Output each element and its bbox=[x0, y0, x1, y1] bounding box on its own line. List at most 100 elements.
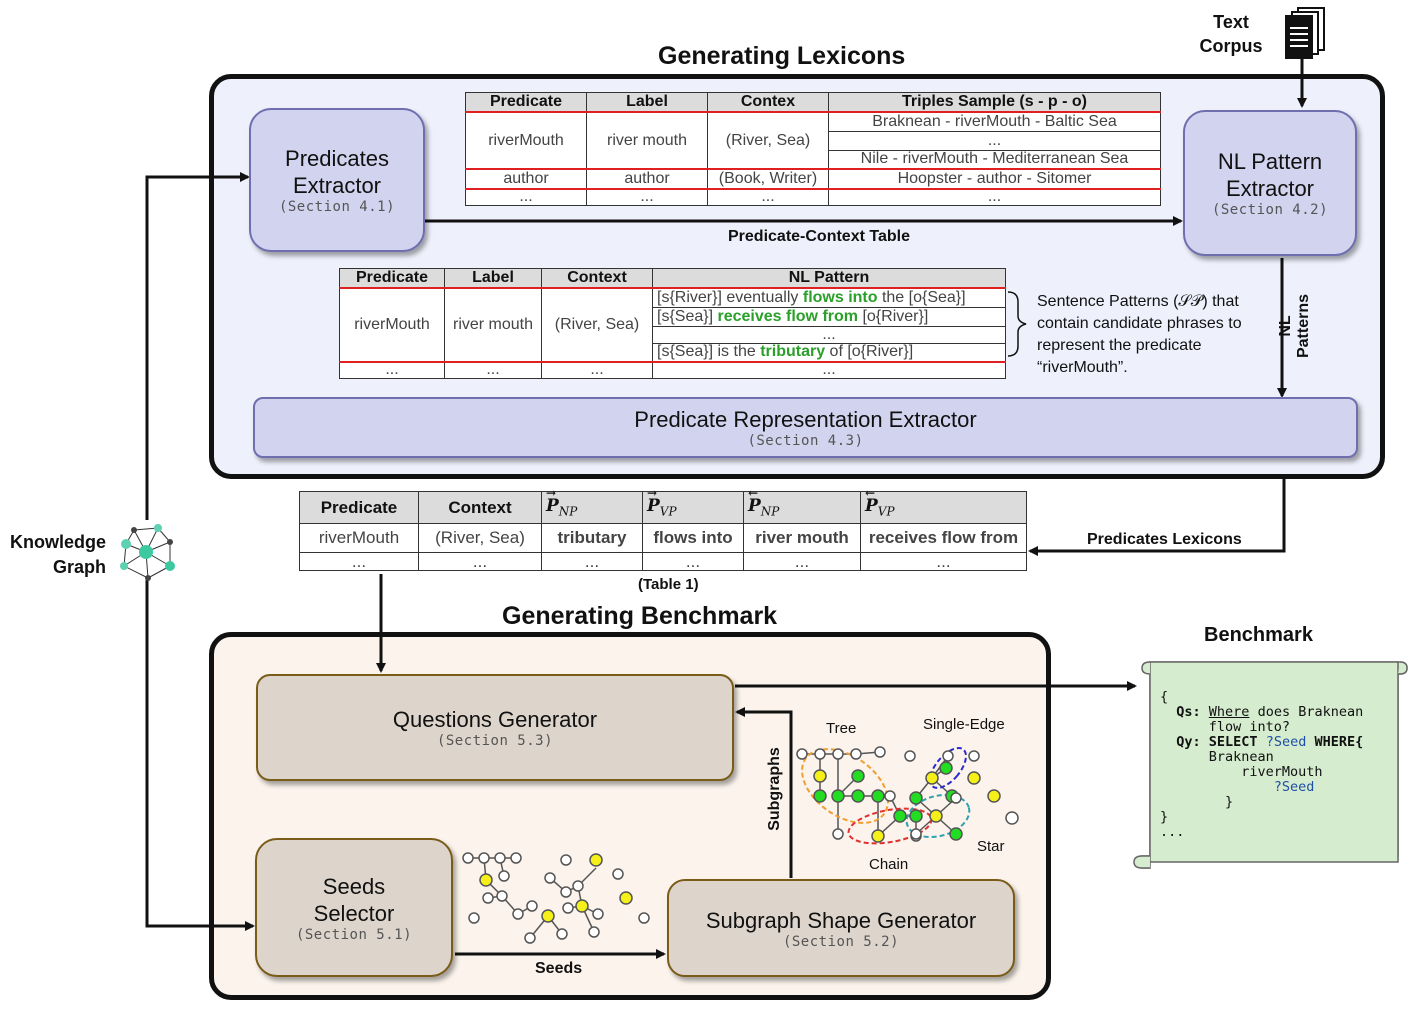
lexicons-section-title: Generating Lexicons bbox=[658, 42, 906, 70]
predicates-extractor-box[interactable]: Predicates Extractor (Section 4.1) bbox=[249, 108, 425, 252]
table1-caption: (Table 1) bbox=[638, 576, 699, 593]
predicates-lexicons-label: Predicates Lexicons bbox=[1087, 531, 1242, 548]
pre-name: Predicate Representation Extractor bbox=[634, 407, 977, 432]
shape-label-single-edge: Single-Edge bbox=[923, 716, 1005, 733]
text-corpus-line2: Corpus bbox=[1199, 36, 1263, 56]
seeds-selector-box[interactable]: Seeds Selector (Section 5.1) bbox=[255, 838, 453, 977]
knowledge-graph-label: Knowledge Graph bbox=[0, 530, 106, 580]
code-qy-select: SELECT bbox=[1208, 734, 1258, 750]
note-line1: Sentence Patterns (𝒮𝒫) that bbox=[1037, 293, 1239, 310]
lex-p-4: P bbox=[865, 496, 878, 517]
code-qy-var: ?Seed bbox=[1265, 734, 1307, 750]
nl-pattern-table: Predicate Label Context NL Pattern river… bbox=[339, 268, 1006, 379]
nl-patterns-label: NL Patterns bbox=[1277, 293, 1312, 359]
code-qy-l3: riverMouth bbox=[1241, 764, 1323, 780]
nlt-pattern-2-pre: [s{Sea}] bbox=[657, 307, 718, 325]
code-inner-close: } bbox=[1225, 794, 1234, 810]
lex-header-pvp-fwd: →PVP bbox=[642, 486, 744, 524]
lex-ellipsis-3: ... bbox=[541, 552, 643, 571]
lexicon-table: Predicate Context →PNP →PVP ←PNP ←PVP ri… bbox=[299, 486, 1027, 571]
predicate-context-table-label: Predicate-Context Table bbox=[728, 228, 910, 245]
pct-header-predicate: Predicate bbox=[465, 92, 587, 113]
lex-cell-pnp-bwd: river mouth bbox=[743, 523, 861, 553]
knowledge-graph-icon bbox=[120, 524, 175, 581]
nlt-header-context: Context bbox=[541, 268, 653, 289]
lex-ellipsis-4: ... bbox=[642, 552, 744, 571]
questions-generator-section: (Section 5.3) bbox=[436, 733, 554, 749]
pct-row2-context: (Book, Writer) bbox=[707, 168, 829, 190]
code-qy-l2: Braknean bbox=[1208, 749, 1274, 765]
pct-ellipsis-1: ... bbox=[465, 188, 587, 206]
nlt-pattern-1: [s{River}] eventually flows into the [o{… bbox=[652, 287, 1006, 308]
lex-p-1: P bbox=[546, 496, 559, 517]
lex-arrow-3: ← bbox=[748, 486, 759, 501]
sentence-patterns-note: Sentence Patterns (𝒮𝒫) that contain cand… bbox=[1037, 291, 1242, 379]
subgraphs-arrow bbox=[735, 707, 793, 878]
nlt-ellipsis-3: ... bbox=[541, 361, 653, 379]
shape-label-tree: Tree bbox=[826, 720, 857, 737]
seeds-label: Seeds bbox=[535, 960, 583, 977]
nlt-pattern-4-pre: [s{Sea}] is the bbox=[657, 343, 761, 361]
lex-arrow-4: ← bbox=[865, 486, 876, 501]
shape-label-star: Star bbox=[977, 838, 1005, 855]
lex-header-pnp-fwd: →PNP bbox=[541, 486, 643, 524]
nl-pattern-extractor-line2: Extractor bbox=[1225, 176, 1315, 201]
nlt-pattern-2: [s{Sea}] receives flow from [o{River}] bbox=[652, 306, 1006, 327]
lex-header-context: Context bbox=[418, 491, 542, 524]
lex-sub-1: NP bbox=[558, 504, 578, 519]
pct-row2-triples: Hoopster - author - Sitomer bbox=[828, 168, 1161, 190]
pct-ellipsis-3: ... bbox=[707, 188, 829, 206]
lex-header-predicate: Predicate bbox=[299, 491, 419, 524]
nlt-ellipsis-1: ... bbox=[339, 361, 445, 379]
pct-row1-predicate: riverMouth bbox=[465, 111, 587, 170]
nlt-ellipsis-4: ... bbox=[652, 361, 1006, 379]
nlt-pattern-3-post: ... bbox=[822, 325, 836, 343]
code-qy-where: WHERE{ bbox=[1314, 734, 1364, 750]
code-open: { bbox=[1160, 689, 1169, 705]
lex-sub-3: NP bbox=[760, 504, 780, 519]
questions-generator-box[interactable]: Questions Generator (Section 5.3) bbox=[256, 674, 734, 781]
note-line4: “riverMouth”. bbox=[1037, 359, 1128, 376]
lex-cell-context: (River, Sea) bbox=[418, 523, 542, 553]
pre-section: (Section 4.3) bbox=[747, 433, 864, 449]
lex-ellipsis-6: ... bbox=[860, 552, 1027, 571]
predicates-extractor-line1: Predicates bbox=[285, 146, 389, 171]
kg-to-predicates-arrow bbox=[145, 172, 250, 520]
pct-row2-label: author bbox=[586, 168, 708, 190]
nlt-header-pattern: NL Pattern bbox=[652, 268, 1006, 289]
lex-arrow-1: → bbox=[546, 486, 557, 501]
nlt-ellipsis-2: ... bbox=[444, 361, 542, 379]
code-qs-where: Where bbox=[1208, 704, 1250, 720]
predicate-representation-extractor-box[interactable]: Predicate Representation Extractor (Sect… bbox=[253, 397, 1358, 458]
predicate-context-table: Predicate Label Contex Triples Sample (s… bbox=[465, 92, 1161, 206]
lex-header-pvp-bwd: ←PVP bbox=[860, 486, 1027, 524]
benchmark-title: Benchmark bbox=[1204, 624, 1313, 646]
text-corpus-label: Text Corpus bbox=[1190, 10, 1272, 58]
knowledge-graph-line1: Knowledge bbox=[9, 532, 106, 552]
nlt-predicate: riverMouth bbox=[339, 287, 445, 363]
pct-row1-context: (River, Sea) bbox=[707, 111, 829, 170]
pct-header-context: Contex bbox=[707, 92, 829, 113]
pct-row2-predicate: author bbox=[465, 168, 587, 190]
subgraph-shapes-illustration bbox=[796, 746, 1019, 845]
subgraph-shape-generator-box[interactable]: Subgraph Shape Generator (Section 5.2) bbox=[667, 879, 1015, 977]
lex-p-2: P bbox=[647, 496, 660, 517]
pct-row1-triple2: ... bbox=[828, 130, 1161, 151]
text-corpus-line1: Text bbox=[1213, 12, 1249, 32]
nlt-pattern-1-pre: [s{River}] eventually bbox=[657, 288, 803, 306]
nlt-header-predicate: Predicate bbox=[339, 268, 445, 289]
predicates-lexicons-arrow bbox=[1028, 476, 1286, 556]
predicates-extractor-section: (Section 4.1) bbox=[278, 199, 396, 215]
lex-cell-pnp-fwd: tributary bbox=[541, 523, 643, 553]
nlt-pattern-2-post: [o{River}] bbox=[858, 307, 929, 325]
lex-ellipsis-1: ... bbox=[299, 552, 419, 571]
seeds-selector-section: (Section 5.1) bbox=[295, 926, 413, 943]
ssg-name: Subgraph Shape Generator bbox=[705, 907, 977, 933]
nlt-pattern-4: [s{Sea}] is the tributary of [o{River}] bbox=[652, 342, 1006, 363]
lex-p-3: P bbox=[748, 496, 761, 517]
code-qs-rest2: flow into? bbox=[1208, 719, 1291, 735]
nl-pattern-extractor-box[interactable]: NL Pattern Extractor (Section 4.2) bbox=[1183, 110, 1357, 256]
nlt-pattern-1-phrase: flows into bbox=[802, 288, 878, 306]
lex-ellipsis-2: ... bbox=[418, 552, 542, 571]
benchmark-scroll bbox=[1133, 661, 1408, 869]
